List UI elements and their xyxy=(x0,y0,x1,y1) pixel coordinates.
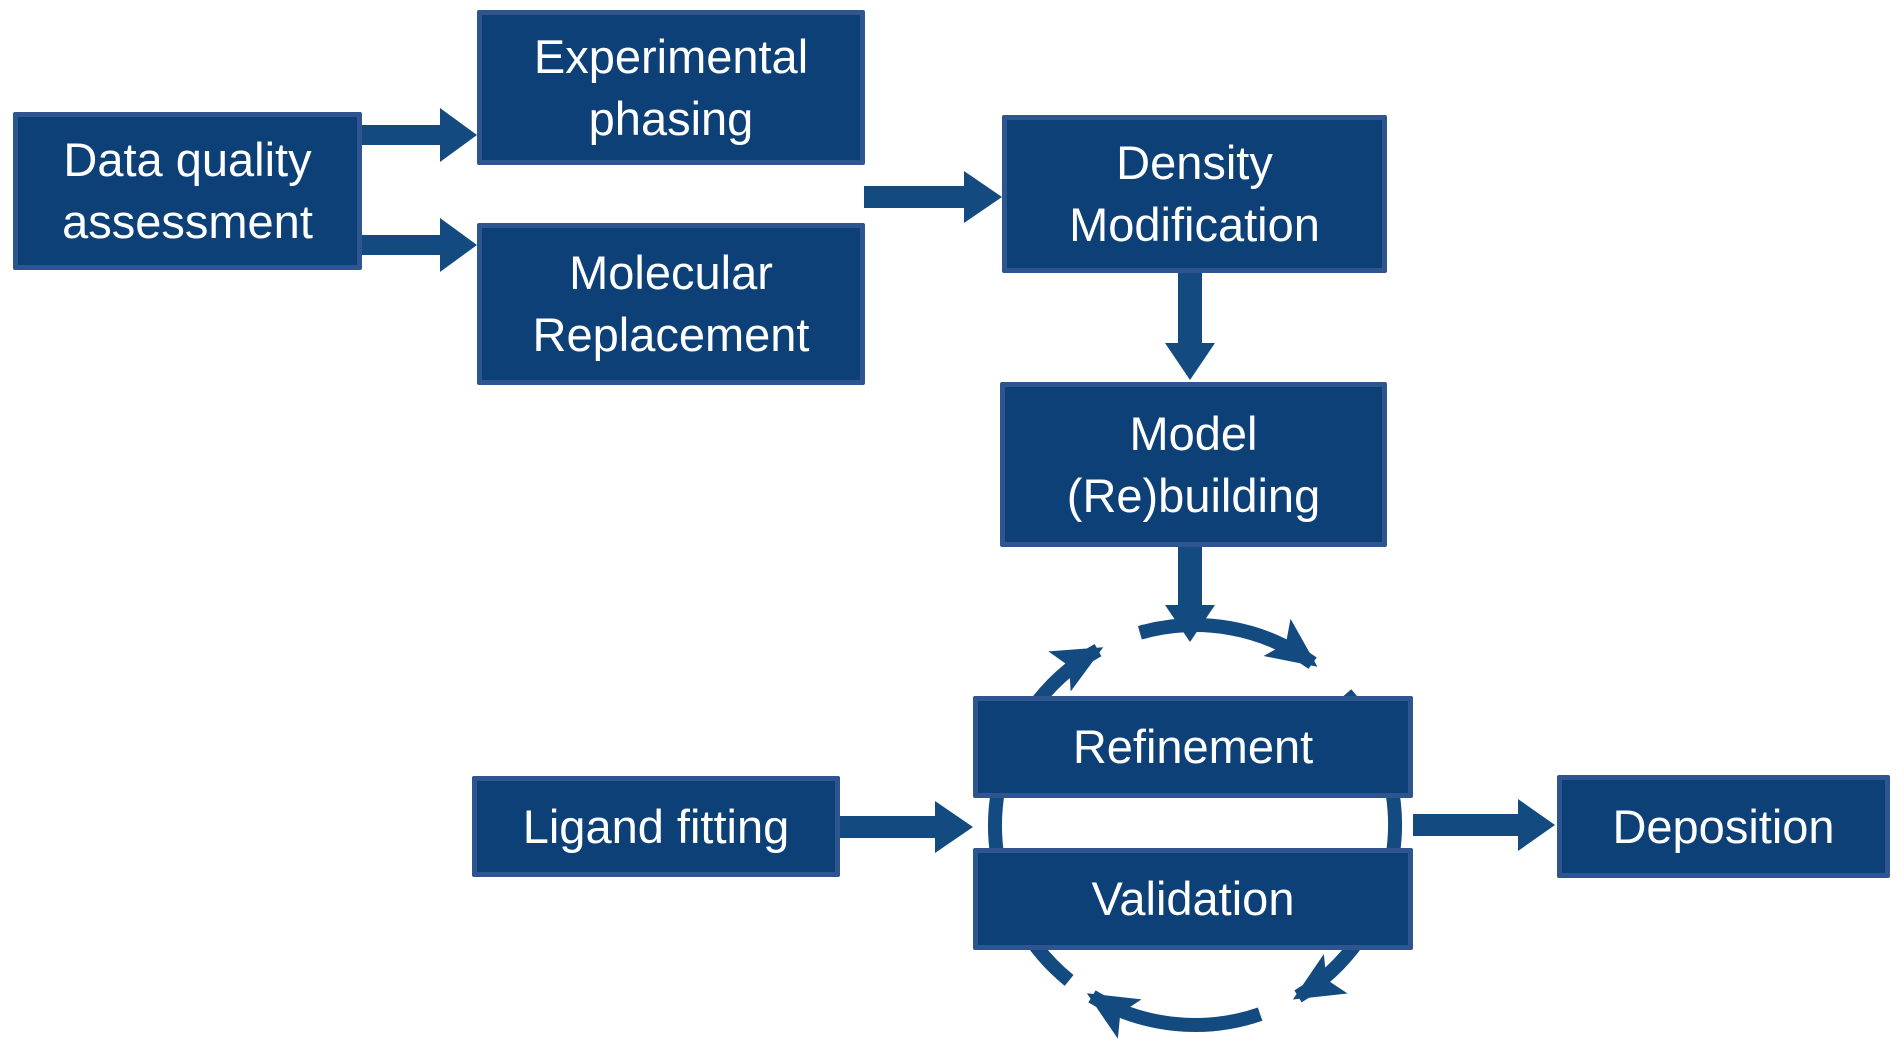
cycle-arrowhead-bottomleft xyxy=(1086,993,1142,1039)
node-label: Validation xyxy=(1091,872,1295,925)
arrow-densitymodification-to-modelrebuilding xyxy=(1165,273,1215,380)
node-ligand-fitting: Ligand fitting xyxy=(472,776,840,877)
arrow-phasing-to-densitymodification xyxy=(864,171,1002,223)
node-label: assessment xyxy=(62,195,313,248)
node-label: Density xyxy=(1116,136,1273,189)
node-validation: Validation xyxy=(973,848,1413,950)
node-label: Ligand fitting xyxy=(522,799,790,853)
node-label: Data quality xyxy=(63,133,312,186)
node-label: Refinement xyxy=(1072,720,1314,773)
arrow-ligandfitting-to-cycle xyxy=(840,801,973,853)
node-label: phasing xyxy=(588,91,754,145)
node-label: Deposition xyxy=(1612,799,1835,853)
node-model-rebuilding: Model (Re)building xyxy=(1000,382,1387,547)
node-label: Replacement xyxy=(532,308,810,361)
arrow-dataquality-to-molecularreplacement xyxy=(362,218,477,272)
node-label: Experimental xyxy=(533,29,809,83)
arrow-cycle-to-deposition xyxy=(1413,799,1555,851)
node-data-quality-assessment: Data quality assessment xyxy=(13,112,362,270)
node-deposition: Deposition xyxy=(1557,775,1890,878)
node-density-modification: Density Modification xyxy=(1002,115,1387,273)
node-label: Molecular xyxy=(569,246,773,299)
node-label: (Re)building xyxy=(1066,468,1321,522)
arrow-dataquality-to-experimentalphasing xyxy=(362,108,477,162)
node-refinement: Refinement xyxy=(973,696,1413,798)
node-label: Modification xyxy=(1069,198,1320,251)
cycle-arrowhead-topright xyxy=(1263,618,1318,667)
node-label: Model xyxy=(1129,406,1258,460)
cycle-arrowhead-bottomright xyxy=(1292,954,1348,1000)
node-molecular-replacement: Molecular Replacement xyxy=(477,223,865,385)
cycle-arrowhead-topleft xyxy=(1048,647,1104,692)
node-experimental-phasing: Experimental phasing xyxy=(477,10,865,165)
